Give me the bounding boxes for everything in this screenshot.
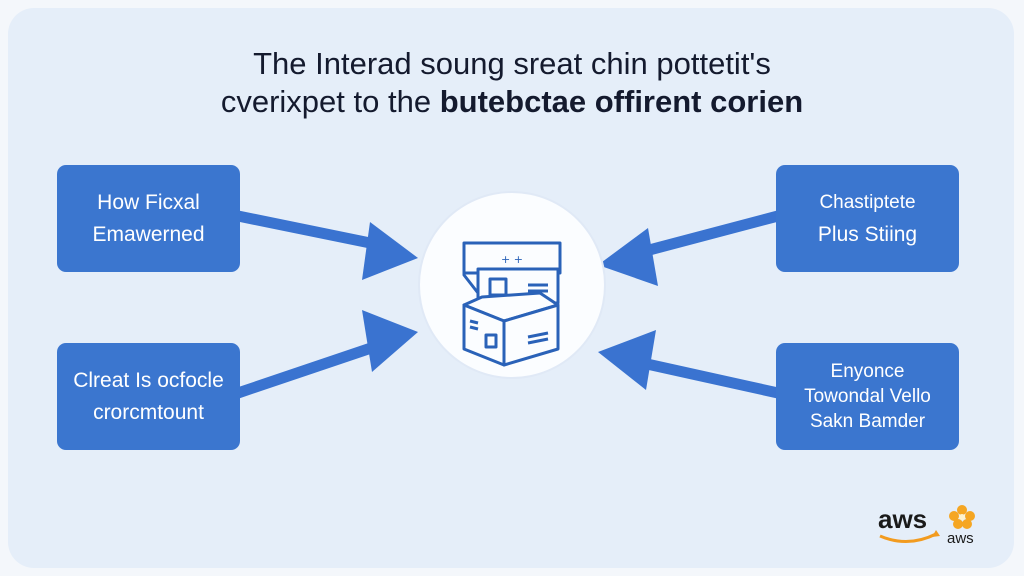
diagram-title-line1: The Interad soung sreat chin pottetit's xyxy=(253,46,771,81)
arrow-bottom-left xyxy=(236,310,418,399)
box-text: Emawerned xyxy=(92,222,205,246)
box-text: Chastiptete xyxy=(819,191,916,213)
box-text: Plus Stiing xyxy=(817,222,918,246)
box-text: crorcmtount xyxy=(93,400,204,424)
box-text: Enyonce xyxy=(830,361,905,382)
box-bottom-left: Clreat Is ocfocle crorcmtount xyxy=(57,343,240,450)
box-text: Sakn Bamder xyxy=(809,411,926,432)
logo-text: aws xyxy=(878,504,927,534)
box-text: Towondal Vello xyxy=(804,386,931,407)
box-text: How Ficxal xyxy=(97,190,200,214)
box-top-left: How Ficxal Emawerned xyxy=(57,165,240,272)
box-top-right: Chastiptete Plus Stiing xyxy=(776,165,959,272)
box-text: Clreat Is ocfocle xyxy=(73,368,224,392)
arrow-top-left xyxy=(236,210,418,280)
flower-icon xyxy=(949,505,975,529)
arrow-bottom-right xyxy=(598,330,780,399)
svg-text:+ +: + + xyxy=(501,253,523,266)
arrow-top-right xyxy=(598,210,780,286)
stacked-boxes-icon: + + xyxy=(462,241,562,367)
box-bottom-right: Enyonce Towondal Vello Sakn Bamder xyxy=(776,343,959,450)
diagram-title-line2: cverixpet to the butebctae offirent cori… xyxy=(0,82,1024,122)
aws-logo: aws aws xyxy=(876,500,986,555)
logo-subtext: aws xyxy=(947,530,974,547)
title-line2-plain: cverixpet to the xyxy=(220,84,440,119)
center-circle: + + xyxy=(420,193,604,377)
title-line2-bold: butebctae offirent corien xyxy=(439,84,804,119)
